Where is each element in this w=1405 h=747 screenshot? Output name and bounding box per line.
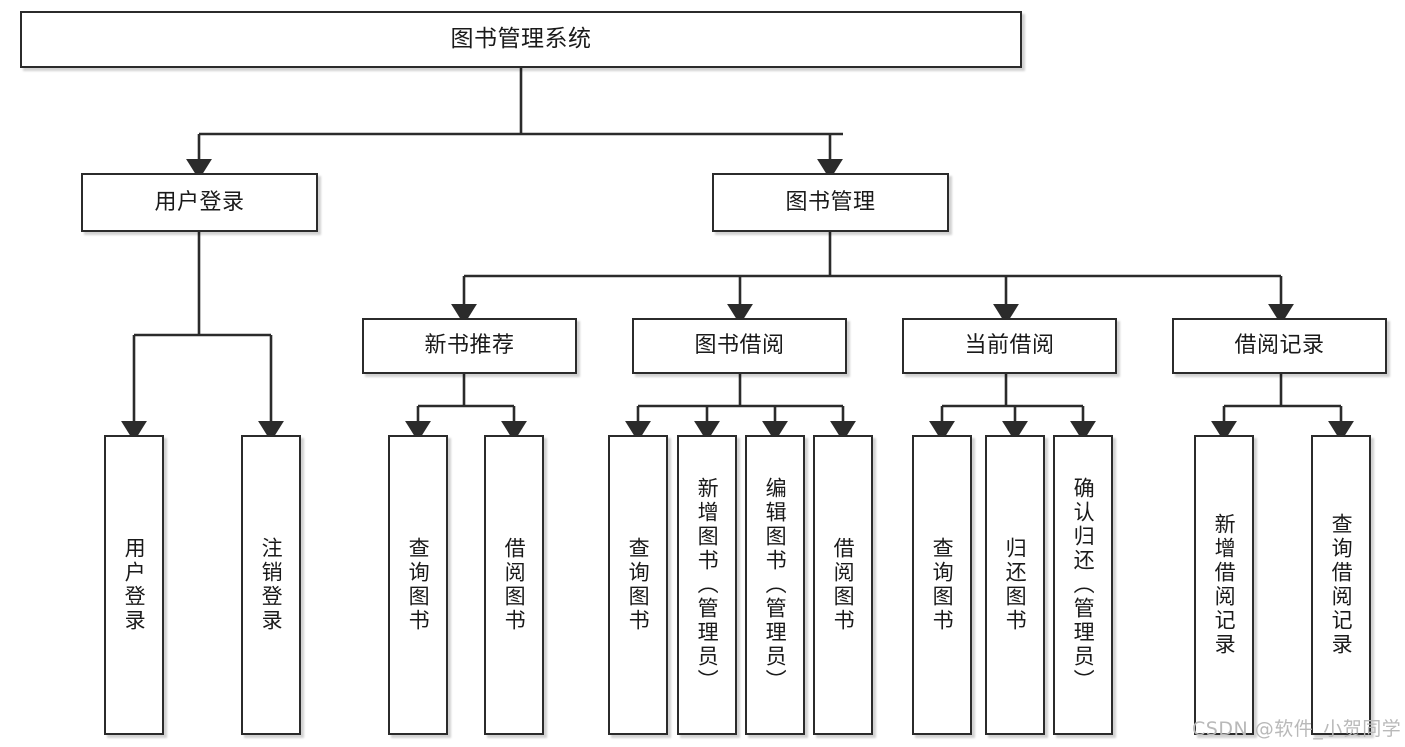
node-leaf-add-book-label: 新增图书（管理员） (695, 477, 720, 693)
node-leaf-query-book-1-label: 查询图书 (406, 537, 431, 633)
node-leaf-borrow-book-2-label: 借阅图书 (831, 537, 856, 633)
node-leaf-add-record[interactable]: 新增借阅记录 (1194, 435, 1254, 735)
edge-group-borrow-record (1211, 374, 1354, 442)
edge-group-book-manage (451, 232, 1294, 325)
node-leaf-borrow-book-1-label: 借阅图书 (502, 537, 527, 633)
node-leaf-add-record-label: 新增借阅记录 (1212, 513, 1237, 657)
node-leaf-return-book-label: 归还图书 (1003, 537, 1028, 633)
node-leaf-query-book-3[interactable]: 查询图书 (912, 435, 972, 735)
node-book-borrow-label: 图书借阅 (694, 333, 785, 358)
edge-group-new-book-recommend (405, 374, 527, 442)
node-leaf-query-book-1[interactable]: 查询图书 (388, 435, 448, 735)
node-leaf-edit-book[interactable]: 编辑图书（管理员） (745, 435, 805, 735)
edge-group-user-login (121, 232, 284, 442)
node-leaf-add-book[interactable]: 新增图书（管理员） (677, 435, 737, 735)
edge-group-current-borrow (929, 374, 1096, 442)
node-leaf-query-book-2-label: 查询图书 (626, 537, 651, 633)
node-user-login-label: 用户登录 (154, 189, 245, 215)
edge-group-root (186, 68, 843, 180)
node-user-login[interactable]: 用户登录 (81, 173, 318, 232)
node-book-manage[interactable]: 图书管理 (712, 173, 949, 232)
node-leaf-logout-login[interactable]: 注销登录 (241, 435, 301, 735)
node-borrow-record[interactable]: 借阅记录 (1172, 318, 1387, 374)
csdn-watermark: CSDN @软件_小贺同学 (1192, 718, 1402, 740)
node-leaf-query-record[interactable]: 查询借阅记录 (1311, 435, 1371, 735)
node-leaf-user-login-label: 用户登录 (122, 537, 147, 633)
edge-group-book-borrow (625, 374, 856, 442)
node-current-borrow[interactable]: 当前借阅 (902, 318, 1117, 374)
node-leaf-confirm-return[interactable]: 确认归还（管理员） (1053, 435, 1113, 735)
node-leaf-query-book-2[interactable]: 查询图书 (608, 435, 668, 735)
node-leaf-borrow-book-2[interactable]: 借阅图书 (813, 435, 873, 735)
node-leaf-user-login[interactable]: 用户登录 (104, 435, 164, 735)
node-leaf-query-record-label: 查询借阅记录 (1329, 513, 1354, 657)
node-book-borrow[interactable]: 图书借阅 (632, 318, 847, 374)
node-leaf-logout-login-label: 注销登录 (259, 537, 284, 633)
node-leaf-edit-book-label: 编辑图书（管理员） (763, 477, 788, 693)
node-new-book-recommend[interactable]: 新书推荐 (362, 318, 577, 374)
node-root-label: 图书管理系统 (450, 26, 592, 52)
node-leaf-confirm-return-label: 确认归还（管理员） (1071, 477, 1096, 693)
node-book-manage-label: 图书管理 (785, 189, 876, 215)
node-leaf-return-book[interactable]: 归还图书 (985, 435, 1045, 735)
node-borrow-record-label: 借阅记录 (1234, 333, 1325, 358)
node-new-book-recommend-label: 新书推荐 (424, 333, 515, 358)
node-root[interactable]: 图书管理系统 (20, 11, 1022, 68)
node-leaf-borrow-book-1[interactable]: 借阅图书 (484, 435, 544, 735)
node-current-borrow-label: 当前借阅 (964, 333, 1055, 358)
node-leaf-query-book-3-label: 查询图书 (930, 537, 955, 633)
